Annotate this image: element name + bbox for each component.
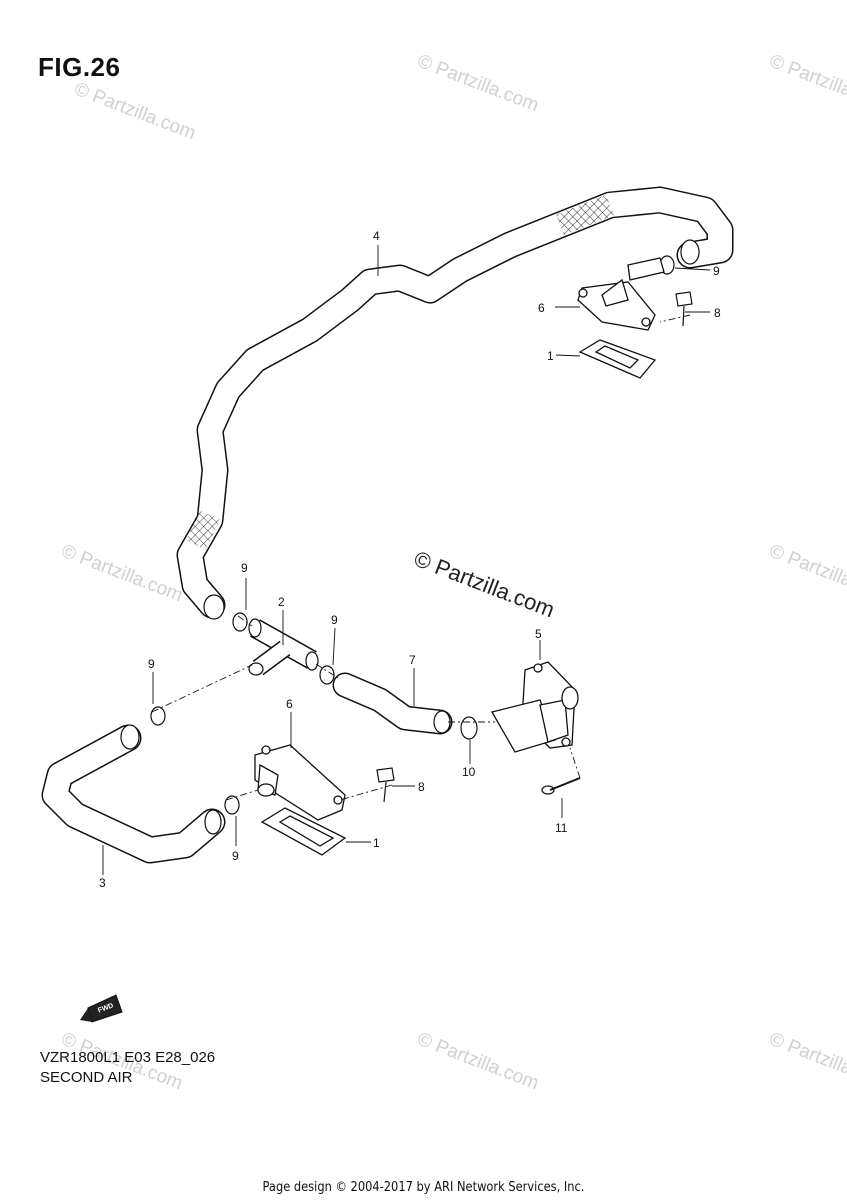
air-valve-5 — [491, 661, 579, 753]
callout-1: 1 — [547, 349, 554, 363]
screw-11 — [541, 777, 581, 795]
callout-6: 6 — [538, 301, 545, 315]
bolt-8-upper — [675, 291, 693, 327]
callout-10: 10 — [462, 765, 476, 779]
callout-labels: 4 9 6 8 1 9 2 9 5 9 7 6 10 8 11 9 1 3 — [99, 229, 721, 890]
t-joint-2 — [248, 618, 319, 676]
figure-title: FIG.26 — [38, 52, 121, 82]
callout-9: 9 — [331, 613, 338, 627]
callout-9: 9 — [241, 561, 248, 575]
reed-valve-cover-6-lower — [254, 744, 346, 821]
callout-3: 3 — [99, 876, 106, 890]
clamp-10 — [460, 716, 478, 740]
gasket-1-upper — [578, 339, 657, 379]
callout-6: 6 — [286, 697, 293, 711]
callout-5: 5 — [535, 627, 542, 641]
callout-9: 9 — [232, 849, 239, 863]
hose-3 — [41, 724, 226, 864]
callout-11: 11 — [555, 821, 568, 835]
hose-7 — [332, 672, 453, 735]
fwd-arrow-icon: FWD — [80, 994, 123, 1023]
model-code: VZR1800L1 E03 E28_026 — [40, 1049, 216, 1066]
callout-8: 8 — [714, 306, 721, 320]
callout-7: 7 — [409, 653, 416, 667]
callout-9: 9 — [713, 264, 720, 278]
bolt-8-lower — [376, 767, 395, 803]
hose-4 — [176, 186, 734, 620]
gasket-1-lower — [260, 807, 347, 856]
assembly-lines — [151, 314, 691, 801]
footer-copyright: Page design © 2004-2017 by ARI Network S… — [262, 1180, 585, 1195]
callout-8: 8 — [418, 780, 425, 794]
callout-9: 9 — [148, 657, 155, 671]
reed-valve-cover-6-upper — [577, 257, 665, 331]
callout-4: 4 — [373, 229, 380, 243]
callout-1: 1 — [373, 836, 380, 850]
callout-leaders — [102, 245, 711, 875]
section-name: SECOND AIR — [40, 1069, 133, 1086]
callout-2: 2 — [278, 595, 285, 609]
